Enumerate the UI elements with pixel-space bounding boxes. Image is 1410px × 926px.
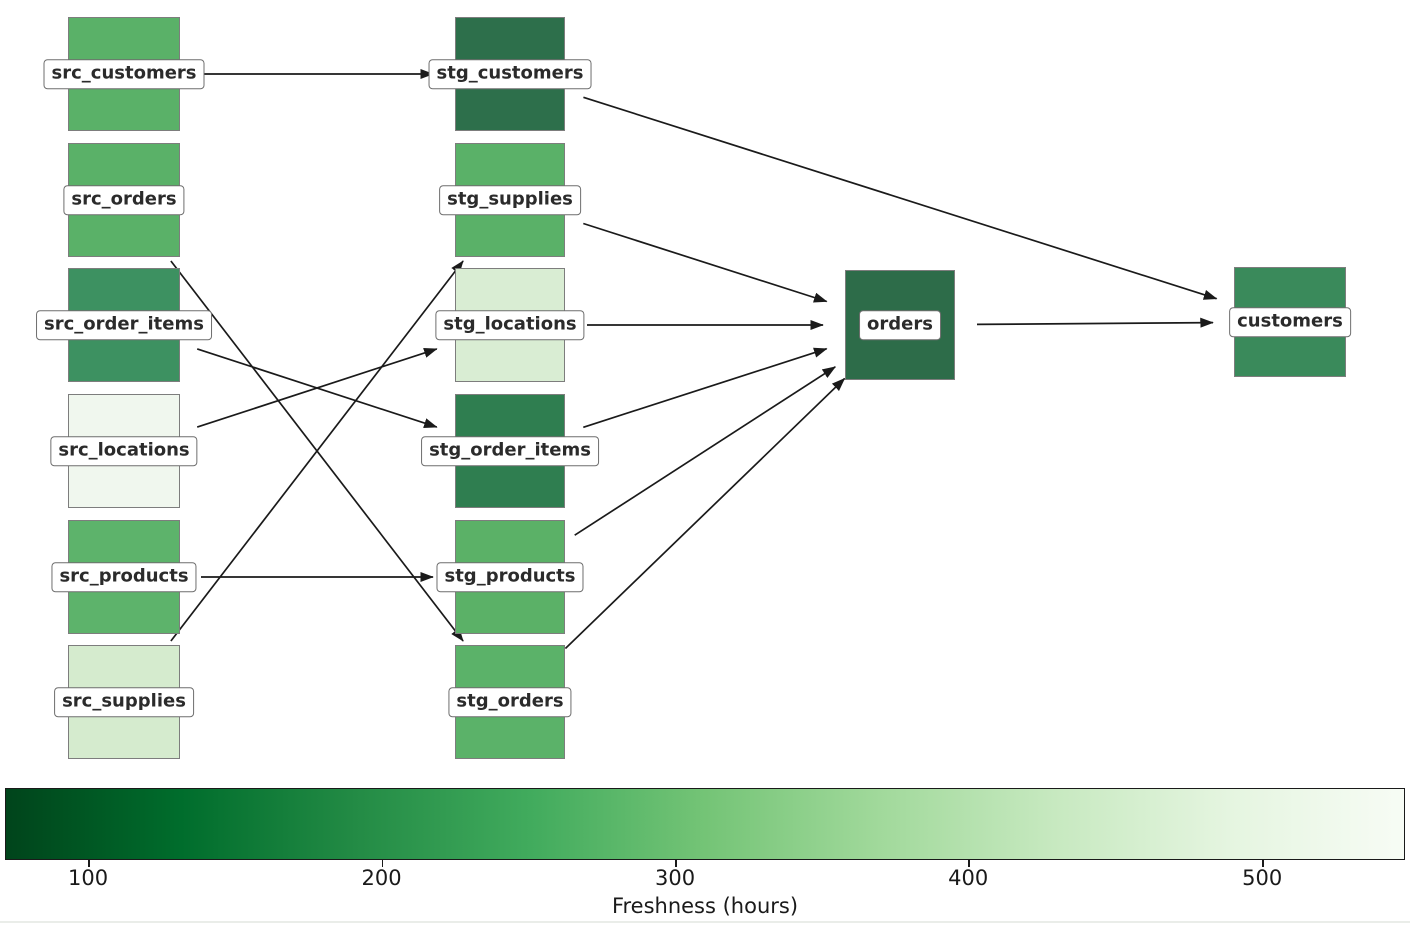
bottom-divider [0, 921, 1410, 923]
edge-layer [170, 68, 1218, 650]
node-label-src_order_items: src_order_items [36, 310, 212, 340]
colorbar-tick-label: 500 [1242, 866, 1283, 890]
edge-src_supplies-stg_supplies [170, 260, 464, 642]
node-label-src_supplies: src_supplies [54, 687, 194, 717]
colorbar-tick-label: 200 [361, 866, 402, 890]
node-label-src_locations: src_locations [50, 436, 198, 466]
colorbar-tick-label: 400 [948, 866, 989, 890]
edge-stg_order_items-orders [583, 347, 828, 429]
colorbar-tick-label: 300 [654, 866, 696, 890]
node-label-stg_products: stg_products [436, 562, 584, 592]
colorbar-tick [968, 860, 970, 867]
colorbar-axis-label: Freshness (hours) [611, 894, 799, 918]
node-label-stg_supplies: stg_supplies [439, 185, 581, 215]
node-label-stg_order_items: stg_order_items [421, 436, 599, 466]
colorbar-gradient [5, 788, 1405, 860]
colorbar-tick [88, 860, 90, 867]
node-label-src_products: src_products [51, 562, 197, 592]
node-label-customers: customers [1229, 307, 1351, 337]
node-label-stg_locations: stg_locations [435, 310, 585, 340]
edge-stg_products-orders [574, 366, 837, 536]
colorbar-tick-label: 100 [67, 866, 109, 890]
edge-stg_orders-orders [564, 377, 846, 650]
colorbar-tick [381, 860, 384, 867]
edge-src_locations-stg_locations [196, 348, 438, 428]
node-label-src_orders: src_orders [63, 185, 185, 215]
edge-stg_customers-customers [583, 96, 1218, 300]
edge-stg_supplies-orders [583, 222, 828, 303]
colorbar-tick [675, 860, 677, 867]
colorbar-tick [1262, 860, 1264, 867]
node-label-orders: orders [859, 310, 941, 340]
edge-orders-customers [976, 317, 1214, 328]
node-label-src_customers: src_customers [43, 59, 205, 89]
node-label-stg_orders: stg_orders [448, 687, 572, 717]
node-label-stg_customers: stg_customers [428, 59, 592, 89]
